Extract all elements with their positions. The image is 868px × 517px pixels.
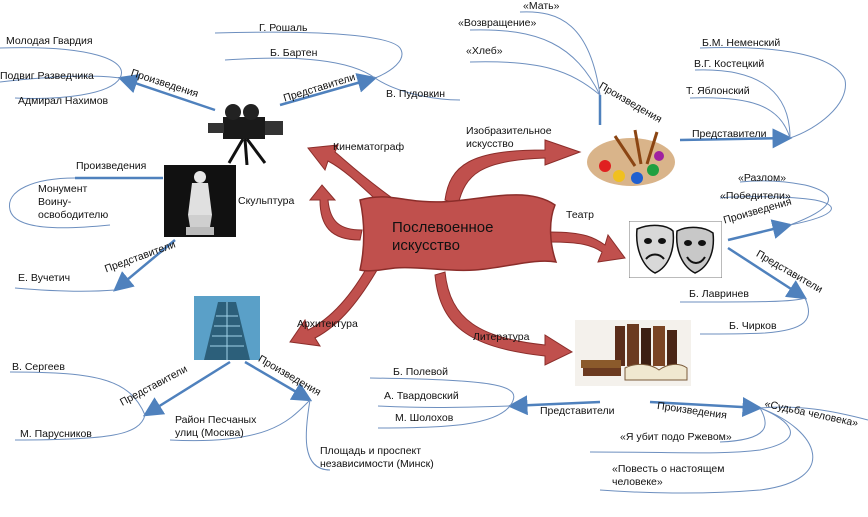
literature-reps-label: Представители bbox=[540, 405, 615, 417]
architecture-work-1: Район Песчаных bbox=[175, 414, 257, 426]
branch-arrow-theatre bbox=[549, 231, 626, 263]
cinema-rep-3: В. Пудовкин bbox=[386, 88, 446, 100]
theatre-work-1: «Разлом» bbox=[738, 172, 787, 184]
branch-label-theatre: Театр bbox=[566, 209, 594, 221]
literature-work-3: «Повесть о настоящем bbox=[612, 463, 725, 475]
fine-art-rep-3: Т. Яблонский bbox=[686, 85, 750, 97]
sculpture-works-label: Произведения bbox=[76, 160, 147, 172]
statue-icon bbox=[164, 165, 236, 237]
skyscraper-icon bbox=[194, 296, 260, 360]
cinema-work-3: Адмирал Нахимов bbox=[18, 95, 109, 107]
branch-label-fine-art-line2: искусство bbox=[466, 138, 514, 150]
branch-label-architecture: Архитектура bbox=[297, 318, 358, 330]
architecture-work-3: Площадь и проспект bbox=[320, 445, 422, 457]
literature-rep-1: Б. Полевой bbox=[393, 366, 449, 378]
movie-camera-icon bbox=[208, 104, 283, 165]
branch-label-fine-art-line1: Изобразительное bbox=[466, 125, 552, 137]
architecture-rep-1: В. Сергеев bbox=[12, 361, 65, 373]
theatre-work-2: «Победители» bbox=[720, 190, 791, 202]
branch-arrow-literature bbox=[434, 271, 574, 366]
fine-art-rep-2: В.Г. Костецкий bbox=[694, 58, 765, 70]
branch-arrow-fine-art bbox=[444, 139, 582, 206]
fine-art-work-2: «Возвращение» bbox=[458, 17, 537, 29]
fine-art-rep-1: Б.М. Неменский bbox=[702, 37, 781, 49]
sculpture-rep-1: Е. Вучетич bbox=[18, 272, 71, 284]
books-icon bbox=[575, 320, 691, 386]
architecture-work-4: независимости (Минск) bbox=[320, 458, 434, 470]
literature-rep-2: А. Твардовский bbox=[384, 390, 459, 402]
center-banner bbox=[359, 194, 558, 272]
branch-arrow-sculpture bbox=[308, 184, 363, 241]
theatre-rep-2: Б. Чирков bbox=[729, 320, 777, 332]
branch-label-cinema: Кинематограф bbox=[333, 141, 405, 153]
cinema-work-2: Подвиг Разведчика bbox=[0, 70, 94, 82]
branch-label-sculpture: Скульптура bbox=[238, 195, 295, 207]
cinema-rep-2: Б. Бартен bbox=[270, 47, 318, 59]
cinema-work-1: Молодая Гвардия bbox=[6, 35, 93, 47]
sculpture-work-3: освободителю bbox=[38, 209, 109, 221]
palette-icon bbox=[587, 129, 675, 186]
fine-art-work-3: «Хлеб» bbox=[466, 45, 503, 57]
center-title-line1: Послевоенное bbox=[392, 219, 494, 236]
fine-art-work-1: «Мать» bbox=[523, 0, 560, 12]
literature-work-4: человеке» bbox=[612, 476, 663, 488]
theatre-masks-icon bbox=[629, 221, 722, 278]
architecture-work-2: улиц (Москва) bbox=[175, 427, 244, 439]
sculpture-work-1: Монумент bbox=[38, 183, 88, 195]
literature-rep-3: М. Шолохов bbox=[395, 412, 454, 424]
branch-arrow-cinema bbox=[307, 144, 396, 209]
literature-work-2: «Я убит подо Ржевом» bbox=[620, 431, 732, 443]
theatre-rep-1: Б. Лавринев bbox=[689, 288, 749, 300]
architecture-rep-2: М. Парусников bbox=[20, 428, 92, 440]
cinema-rep-1: Г. Рошаль bbox=[259, 22, 308, 34]
fine-art-reps-label: Представители bbox=[692, 128, 767, 140]
red-branches bbox=[289, 139, 626, 366]
branch-arrow-architecture bbox=[289, 261, 381, 347]
branch-label-literature: Литература bbox=[473, 331, 530, 343]
sculpture-work-2: Воину- bbox=[38, 196, 72, 208]
center-title-line2: искусство bbox=[392, 237, 460, 254]
center-title: Послевоенное искусство bbox=[392, 219, 493, 255]
